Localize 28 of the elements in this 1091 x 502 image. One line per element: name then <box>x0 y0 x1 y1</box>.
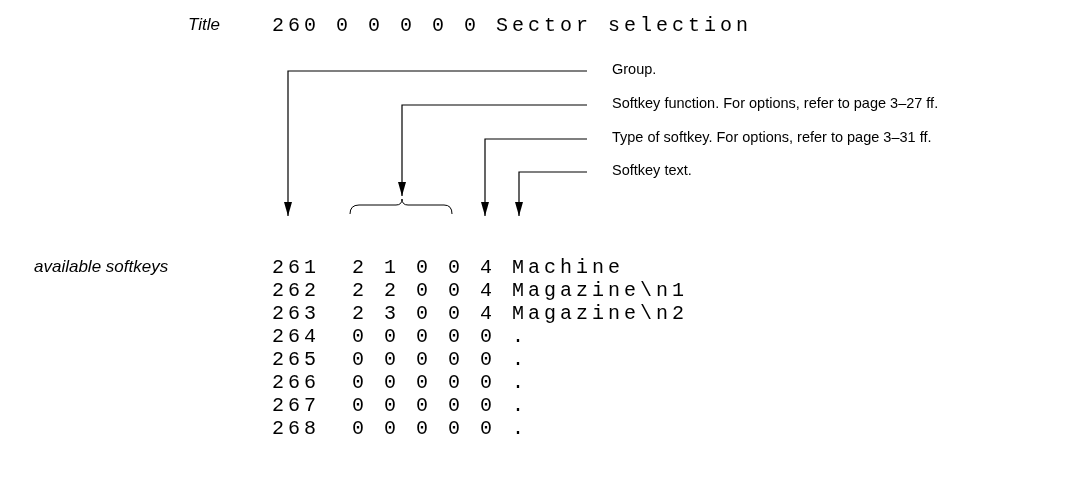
section-label: Title <box>188 16 220 35</box>
leader-line <box>515 171 588 217</box>
code-line: 0 0 0 0 0 . <box>352 349 529 371</box>
line-number: 263 <box>272 303 320 325</box>
callout-text: Type of softkey. For options, refer to page 3–31 ff. <box>612 130 932 146</box>
code-line: 2 2 0 0 4 Magazine\n1 <box>352 280 689 302</box>
callout-text: Softkey function. For options, refer to page 3–27 ff. <box>612 96 939 112</box>
leader-line <box>398 104 588 197</box>
leader-line <box>481 138 588 217</box>
code-line: 2 3 0 0 4 Magazine\n2 <box>352 303 689 325</box>
line-number: 266 <box>272 372 320 394</box>
code-line: 0 0 0 0 0 . <box>352 395 529 417</box>
brace-bracket <box>349 198 453 215</box>
code-line: 0 0 0 0 0 . <box>352 372 529 394</box>
line-number: 267 <box>272 395 320 417</box>
line-number: 265 <box>272 349 320 371</box>
section-label: available softkeys <box>34 258 169 277</box>
code-line: 0 0 0 0 0 . <box>352 326 529 348</box>
callout-text: Group. <box>612 62 657 78</box>
code-line: 0 0 0 0 0 . <box>352 418 529 440</box>
line-number: 261 <box>272 257 320 279</box>
callout-text: Softkey text. <box>612 163 692 179</box>
line-number: 268 <box>272 418 320 440</box>
line-number: 262 <box>272 280 320 302</box>
code-line: 260 0 0 0 0 0 Sector selection <box>272 15 753 37</box>
line-number: 264 <box>272 326 320 348</box>
leader-line <box>284 70 588 217</box>
code-line: 2 1 0 0 4 Machine <box>352 257 625 279</box>
